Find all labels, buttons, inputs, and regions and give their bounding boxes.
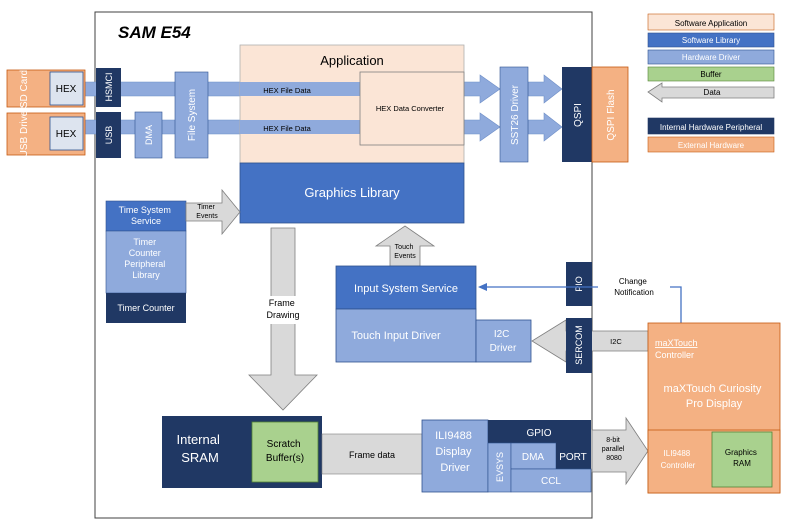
sd-card-hex bbox=[49, 71, 84, 106]
timer-events-label: Timer Events bbox=[196, 204, 218, 220]
time-system-service-label-line1: Time System bbox=[119, 205, 171, 215]
application-label: Application bbox=[320, 53, 384, 68]
sercom-label: SERCOM bbox=[574, 325, 584, 365]
gpio-label: GPIO bbox=[526, 428, 551, 439]
ccl-block bbox=[510, 468, 592, 493]
ili9488-driver-label: ILI9488 Display Driver bbox=[435, 430, 475, 474]
qspi-block bbox=[562, 67, 592, 162]
timer-counter-library-label: Timer Counter Peripheral Library bbox=[124, 237, 168, 280]
legend-swatch-buffer bbox=[647, 66, 775, 82]
change-notification-label: Change Notification bbox=[614, 277, 654, 297]
ccl-label: CCL bbox=[541, 476, 561, 487]
file-system-block bbox=[174, 71, 209, 159]
pio-block bbox=[566, 262, 592, 306]
file-system-label: File System bbox=[187, 89, 198, 141]
touch-input-driver-block bbox=[335, 308, 477, 363]
change-notification-line bbox=[480, 286, 682, 323]
usb-block bbox=[96, 112, 121, 158]
ili9488-controller-label: ILI9488 Controller bbox=[661, 449, 696, 470]
frame-drawing-label-bg bbox=[258, 296, 308, 324]
legend-swatch-software-application bbox=[647, 13, 775, 31]
legend-external-hardware: External Hardware bbox=[678, 141, 745, 150]
legend-swatch-software-library bbox=[647, 32, 775, 48]
sst26-driver-label: SST26 Driver bbox=[510, 84, 521, 145]
usb-label: USB bbox=[104, 126, 114, 145]
display-title-label: maXTouch Curiosity Pro Display bbox=[664, 383, 765, 410]
graphics-ram-block bbox=[711, 431, 773, 488]
hsmci-block bbox=[96, 68, 121, 107]
qspi-label: QSPI bbox=[573, 103, 584, 127]
sst26-to-qspi-arrow-top bbox=[527, 74, 563, 104]
legend-buffer: Buffer bbox=[700, 70, 722, 79]
change-notification-label-bg bbox=[598, 274, 670, 300]
frame-data-label: Frame data bbox=[349, 450, 395, 460]
sst26-to-qspi-arrow-bottom bbox=[527, 112, 563, 142]
dma-bottom-block bbox=[510, 442, 557, 470]
hsmci-label: HSMCI bbox=[104, 73, 114, 102]
time-system-service-block bbox=[105, 200, 187, 232]
gpio-block bbox=[488, 420, 591, 443]
hex-file-data-label-bottom: HEX File Data bbox=[263, 124, 311, 133]
sercom-block bbox=[566, 318, 592, 373]
evsys-label: EVSYS bbox=[495, 452, 505, 482]
sst26-driver-block bbox=[499, 66, 529, 163]
change-notification-arrowhead bbox=[478, 283, 487, 291]
legend-data-arrow bbox=[647, 82, 775, 103]
legend-software-library: Software Library bbox=[682, 36, 740, 45]
graphics-library-block bbox=[239, 162, 465, 224]
sd-card-hex-label: HEX bbox=[56, 84, 77, 95]
maxtouch-controller-label: maXTouch Controller bbox=[655, 338, 700, 360]
timer-counter-block bbox=[106, 293, 186, 323]
scratch-buffer-label: Scratch Buffer(s) bbox=[266, 439, 304, 464]
port-label: PORT bbox=[559, 452, 587, 463]
parallel-8080-arrow bbox=[591, 416, 649, 486]
usb-drive-hex-label: HEX bbox=[56, 129, 77, 140]
legend-swatch-external-hardware bbox=[647, 136, 775, 153]
dma-label: DMA bbox=[144, 125, 154, 145]
touch-events-label: Touch Events bbox=[394, 244, 416, 260]
pio-label: PIO bbox=[574, 276, 584, 292]
dma-block bbox=[134, 111, 163, 159]
legend-internal-peripheral: Internal Hardware Peripheral bbox=[660, 123, 762, 132]
legend-swatch-hardware-driver bbox=[647, 49, 775, 65]
qspi-flash-device bbox=[591, 66, 629, 163]
legend-hardware-driver: Hardware Driver bbox=[682, 53, 741, 62]
legend: Software Application Software Library Ha… bbox=[647, 13, 775, 153]
internal-sram-label: Internal SRAM bbox=[177, 432, 224, 465]
sd-card-label: SD Card bbox=[19, 70, 30, 108]
frame-drawing-label: Frame Drawing bbox=[266, 298, 299, 320]
graphics-library-label: Graphics Library bbox=[304, 185, 400, 200]
chip-title: SAM E54 bbox=[118, 23, 191, 42]
ili9488-driver-block bbox=[421, 419, 489, 493]
touch-events-arrow bbox=[374, 225, 436, 267]
i2c-label: I2C bbox=[610, 337, 622, 346]
usb-drive-hex bbox=[49, 116, 84, 151]
time-system-service-label-line2: Service bbox=[131, 216, 161, 226]
input-system-service-label: Input System Service bbox=[354, 283, 458, 295]
time-system-service-label: Time System Service bbox=[119, 205, 174, 226]
usb-drive-label: USB Drive bbox=[19, 110, 30, 157]
legend-software-application: Software Application bbox=[675, 19, 748, 28]
frame-data-band bbox=[321, 433, 423, 475]
qspi-flash-label: QSPI Flash bbox=[606, 89, 617, 140]
scratch-buffer-block bbox=[251, 421, 319, 483]
legend-data: Data bbox=[704, 88, 721, 97]
hex-data-converter-label: HEX Data Converter bbox=[376, 104, 445, 113]
hex-file-data-label-top: HEX File Data bbox=[263, 86, 311, 95]
i2c-driver-block bbox=[475, 319, 532, 363]
hex-data-converter-block bbox=[359, 71, 465, 146]
graphics-ram-label: Graphics RAM bbox=[725, 448, 759, 468]
parallel-8080-label: 8-bit parallel 8080 bbox=[602, 437, 627, 462]
timer-counter-library-block bbox=[105, 230, 187, 294]
port-block bbox=[556, 443, 591, 469]
timer-counter-label: Timer Counter bbox=[117, 303, 174, 313]
dma-bottom-label: DMA bbox=[522, 452, 545, 463]
legend-swatch-internal-peripheral bbox=[647, 117, 775, 135]
touch-input-driver-label: Touch Input Driver bbox=[351, 330, 441, 342]
timer-events-arrow bbox=[185, 188, 241, 236]
i2c-driver-label: I2C Driver bbox=[490, 329, 517, 354]
